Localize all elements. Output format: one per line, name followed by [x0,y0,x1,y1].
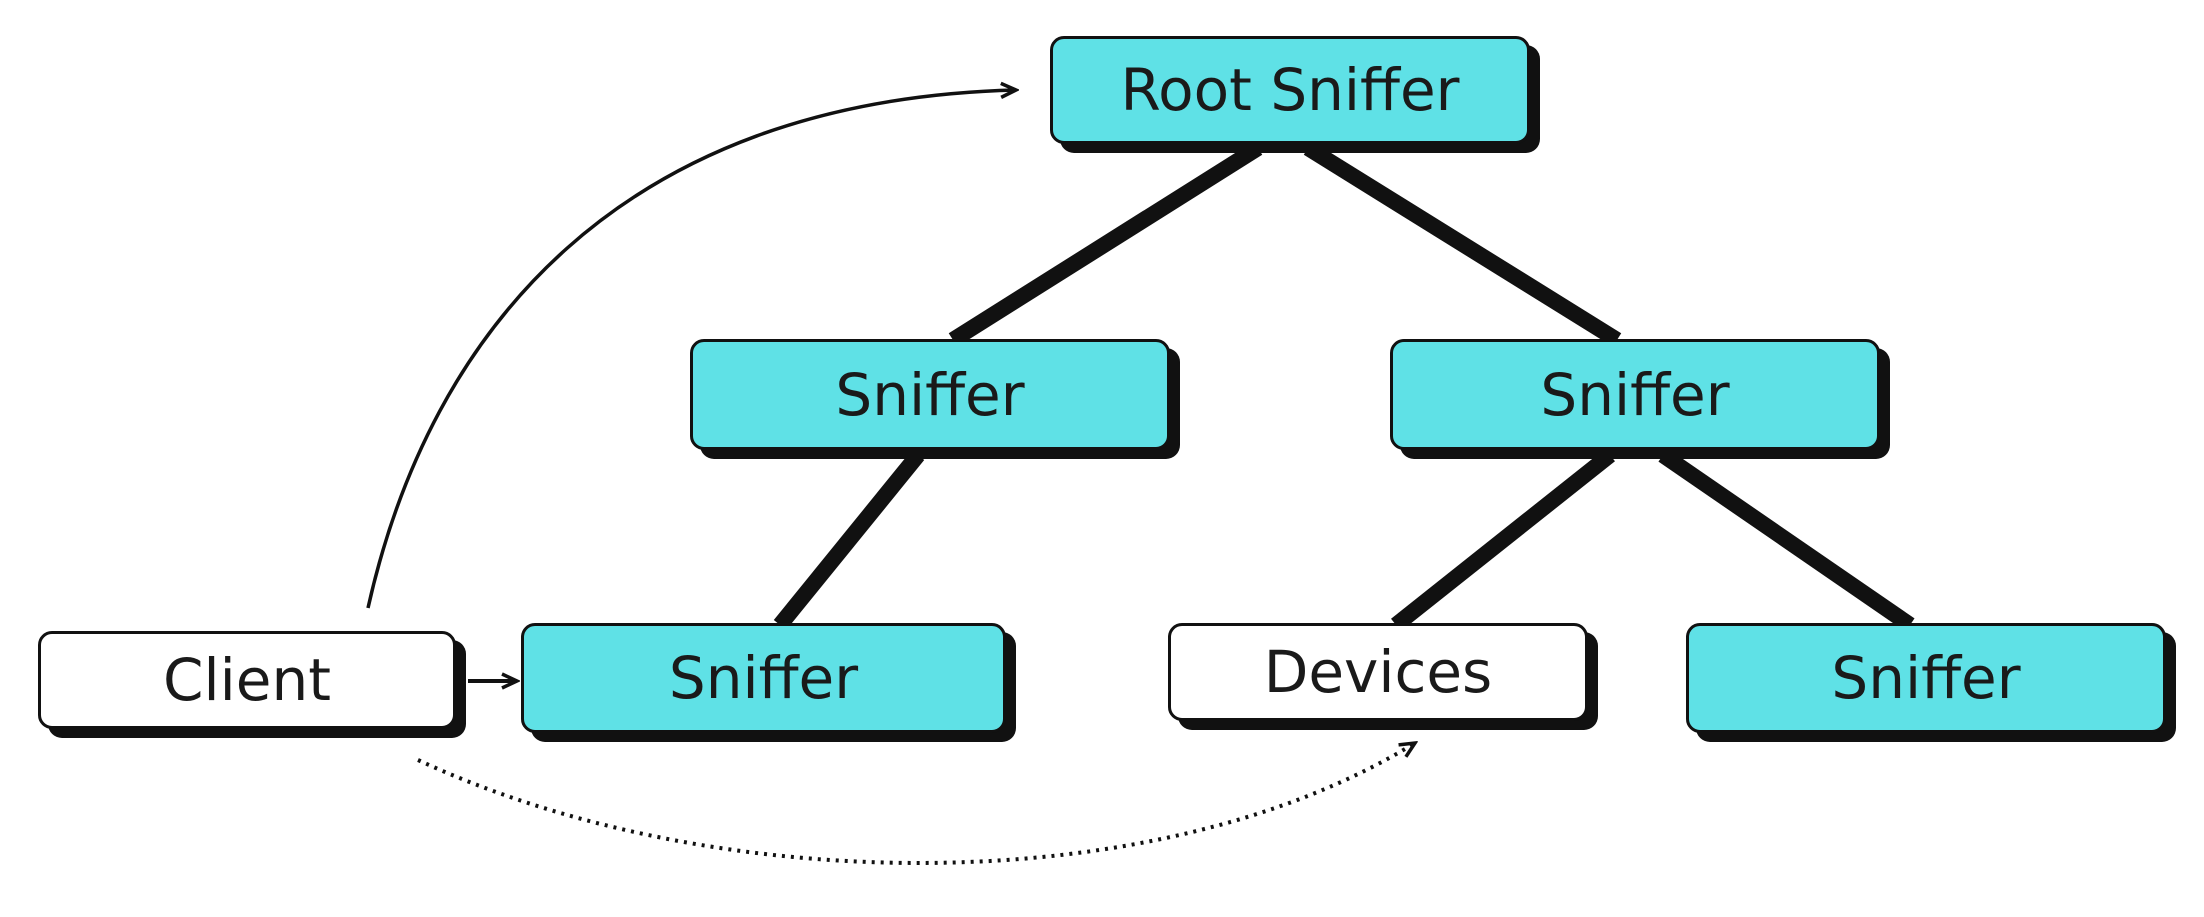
edge-client-to-devices-dotted [417,743,1415,865]
edge-sniffer-right-to-leaf [1658,448,1915,632]
edge-sniffer-left-to-leaf [773,449,925,631]
edge-root-to-sniffer-left [948,141,1263,347]
sniffer-left-node: Sniffer [690,339,1170,450]
sniffer-right-label: Sniffer [1540,360,1730,429]
sniffer-right-leaf-label: Sniffer [1831,644,2021,712]
root-sniffer-node: Root Sniffer [1050,36,1530,144]
devices-node: Devices [1168,623,1588,721]
sniffer-left-leaf-node: Sniffer [521,623,1006,733]
client-node: Client [38,631,456,729]
sniffer-right-node: Sniffer [1390,339,1880,450]
edge-sniffer-right-to-devices [1391,448,1615,632]
sniffer-left-label: Sniffer [835,360,1025,429]
sniffer-left-leaf-label: Sniffer [668,644,859,712]
edge-client-to-root [366,90,1016,609]
edge-root-to-sniffer-right [1303,141,1622,347]
sniffer-right-leaf-node: Sniffer [1686,623,2166,733]
client-label: Client [163,646,331,714]
devices-label: Devices [1263,638,1493,706]
root-sniffer-label: Root Sniffer [1120,56,1460,124]
